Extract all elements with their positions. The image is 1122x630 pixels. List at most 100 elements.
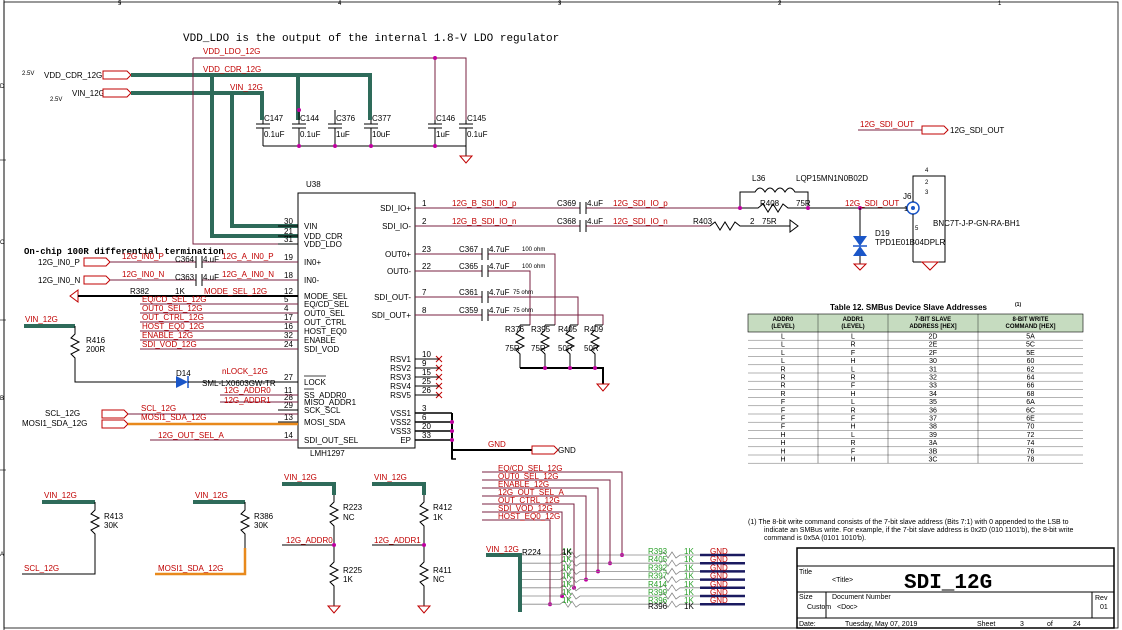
sheet-label: Sheet bbox=[977, 621, 995, 628]
r225-val: 1K bbox=[343, 575, 353, 584]
strap-net-label: OUT0_SEL_12G bbox=[498, 472, 558, 481]
pulldown-ref: R397 bbox=[648, 572, 668, 581]
c364-ref: C364 bbox=[175, 255, 195, 264]
pulldown-val: 1K bbox=[684, 572, 694, 581]
table-cell: H bbox=[850, 457, 855, 464]
enable-net: ENABLE_12G bbox=[142, 331, 193, 340]
table-cell: 5E bbox=[1026, 350, 1035, 357]
date-value: Tuesday, May 07, 2019 bbox=[845, 621, 917, 628]
c361-val: 4.7uF bbox=[489, 288, 510, 297]
u38-pin-num: 7 bbox=[422, 288, 427, 297]
table-cell: 68 bbox=[1027, 391, 1035, 398]
zone-letter-c: C bbox=[0, 240, 5, 246]
u38-pin-name: RSV4 bbox=[390, 382, 411, 391]
in0-n-port-label: 12G_IN0_N bbox=[38, 276, 80, 285]
mosi-port[interactable] bbox=[101, 419, 129, 429]
table-cell: 34 bbox=[929, 391, 937, 398]
table-cell: L bbox=[781, 358, 785, 365]
sdi-vod-net: SDI_VOD_12G bbox=[142, 340, 197, 349]
table-cell: H bbox=[850, 391, 855, 398]
u38-pin-name: SS_ADDR0 bbox=[304, 391, 347, 400]
r409-val: 50R bbox=[584, 344, 599, 353]
r376-val: 75R bbox=[505, 344, 520, 353]
pullup-val: 1K bbox=[562, 588, 572, 597]
u38-pin-num: 28 bbox=[284, 393, 293, 402]
table-cell: 3C bbox=[929, 457, 938, 464]
u38-pin-name: MODE_SEL bbox=[304, 292, 348, 301]
r395-val: 75R bbox=[531, 344, 546, 353]
table-cell: 39 bbox=[929, 432, 937, 439]
r416-val: 200R bbox=[86, 345, 105, 354]
zone-letter-b: B bbox=[0, 396, 4, 402]
r403-ref: R403 bbox=[693, 217, 713, 226]
c367-val: 4.7uF bbox=[489, 245, 510, 254]
r413-val: 30K bbox=[104, 521, 119, 530]
strap-net-label: HOST_EQ0_12G bbox=[498, 512, 560, 521]
scl-port[interactable] bbox=[101, 409, 129, 419]
zone-number-1: 1 bbox=[998, 1, 1002, 7]
u38-pin-name: LOCK bbox=[304, 378, 326, 387]
cap-gnd-symbol bbox=[458, 155, 474, 164]
a-in0-p-net: 12G_A_IN0_P bbox=[222, 252, 274, 261]
u38-right-pins: 1SDI_IO+2SDI_IO-23OUT0+22OUT0-7SDI_OUT-8… bbox=[372, 199, 435, 445]
d14-ref: D14 bbox=[176, 369, 191, 378]
in0-n-port[interactable] bbox=[83, 275, 111, 285]
in0-p-port[interactable] bbox=[83, 257, 111, 267]
out-ctrl-net: OUT_CTRL_12G bbox=[142, 313, 204, 322]
u38-pin-name: RSV3 bbox=[390, 373, 411, 382]
r411-ref: R411 bbox=[433, 566, 452, 575]
pulldown-gnd: GND bbox=[710, 588, 728, 597]
strap-net-label: SDI_VOD_12G bbox=[498, 504, 553, 513]
c147-val: 0.1uF bbox=[264, 130, 285, 139]
vin-bus bbox=[131, 91, 298, 228]
r405-val: 50R bbox=[558, 344, 573, 353]
u38-pin-name: VSS2 bbox=[391, 418, 412, 427]
table-cell: R bbox=[850, 342, 855, 349]
table-cell: H bbox=[850, 424, 855, 431]
vdd-cdr-voltage: 2.5V bbox=[22, 71, 34, 77]
sheet-value: 3 bbox=[1020, 621, 1024, 628]
table-cell: R bbox=[780, 375, 785, 382]
table-header: (LEVEL) bbox=[771, 324, 794, 330]
table-cell: L bbox=[851, 366, 855, 373]
vin-port[interactable] bbox=[102, 88, 132, 98]
pullup-val: 1K bbox=[562, 547, 572, 556]
u38-ic-body[interactable] bbox=[297, 192, 416, 449]
r409-ref: R409 bbox=[584, 325, 604, 334]
u38-pin-num: 19 bbox=[284, 253, 293, 262]
r382-gnd bbox=[69, 289, 79, 303]
pulldown-ref: R399 bbox=[648, 588, 668, 597]
u38-pin-name: OUT_CTRL bbox=[304, 318, 347, 327]
sdi-out-port[interactable] bbox=[921, 125, 949, 135]
c368-ref: C368 bbox=[557, 217, 577, 226]
table-cell: 70 bbox=[1027, 424, 1035, 431]
u38-pin-name: SDI_OUT- bbox=[374, 293, 411, 302]
l36-ref: L36 bbox=[752, 174, 766, 183]
c377-ref: C377 bbox=[372, 114, 392, 123]
u38-pin-name: SDI_VOD bbox=[304, 345, 339, 354]
table-header: 7-BIT SLAVE bbox=[915, 317, 951, 323]
table-cell: 36 bbox=[929, 407, 937, 414]
r412-ref: R412 bbox=[433, 503, 453, 512]
vin-r413-label: VIN_12G bbox=[44, 491, 77, 500]
gnd-port[interactable] bbox=[531, 445, 559, 455]
table-header: (LEVEL) bbox=[841, 324, 864, 330]
table-cell: R bbox=[780, 366, 785, 373]
pulldown-gnd: GND bbox=[710, 563, 728, 572]
table-cell: H bbox=[780, 457, 785, 464]
termination-resistors bbox=[514, 324, 603, 368]
pulldown-val: 1K bbox=[684, 580, 694, 589]
r396-ref: R396 bbox=[648, 602, 668, 611]
table-cell: 5C bbox=[1026, 342, 1035, 349]
strap-net-label: ENABLE_12G bbox=[498, 480, 549, 489]
table-header: ADDR1 bbox=[843, 317, 864, 323]
in0-n-net: 12G_IN0_N bbox=[122, 270, 164, 279]
u38-pin-num: 18 bbox=[284, 271, 293, 280]
table-footnote-2: indicate an SMBus write. For example, if… bbox=[764, 527, 1073, 534]
addr0-divider-net: 12G_ADDR0 bbox=[286, 536, 333, 545]
u38-pin-name: MISO_ADDR1 bbox=[304, 398, 357, 407]
vdd-cdr-port[interactable] bbox=[102, 70, 132, 80]
u38-pin-name: SDI_IO+ bbox=[380, 204, 411, 213]
rev-value: 01 bbox=[1100, 604, 1108, 611]
